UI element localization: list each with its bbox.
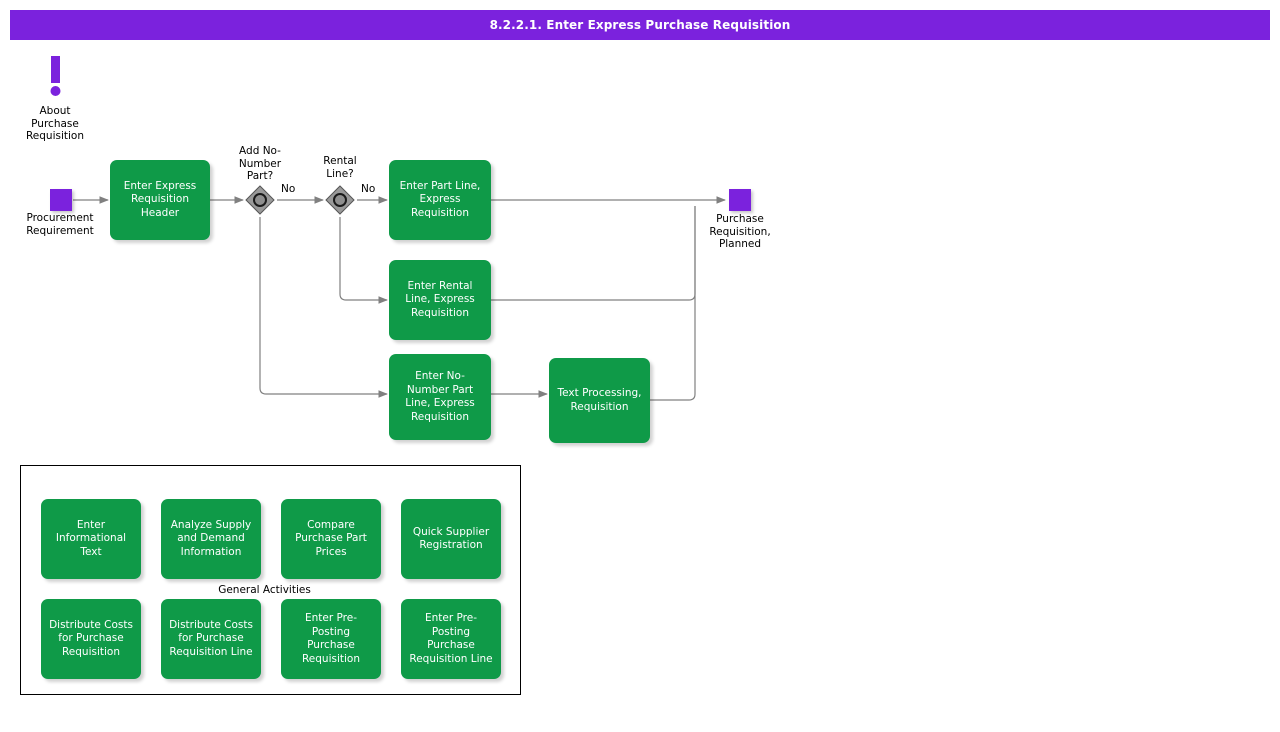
general-activities-caption: General Activities xyxy=(218,584,311,596)
page-title: 8.2.2.1. Enter Express Purchase Requisit… xyxy=(489,18,791,32)
task-compare-purchase-part-prices[interactable]: Compare Purchase Part Prices xyxy=(281,499,381,579)
event-purchase-requisition-planned[interactable] xyxy=(729,189,751,211)
page-title-bar: 8.2.2.1. Enter Express Purchase Requisit… xyxy=(10,10,1270,40)
edge-rental-line-to-merge xyxy=(491,206,696,301)
event-procurement-requirement[interactable] xyxy=(50,189,72,211)
general-activities-group: Enter Informational Text Analyze Supply … xyxy=(20,465,521,695)
task-enter-pre-posting-purchase-requisition[interactable]: Enter Pre- Posting Purchase Requisition xyxy=(281,599,381,679)
edge-text-processing-to-merge xyxy=(650,206,696,401)
end-event-square xyxy=(729,189,751,211)
task-enter-rental-line-express-requisition[interactable]: Enter Rental Line, Express Requisition xyxy=(389,260,491,340)
task-label: Enter Express Requisition Header xyxy=(123,179,197,219)
task-enter-express-requisition-header[interactable]: Enter Express Requisition Header xyxy=(110,160,210,240)
task-label: Enter Pre- Posting Purchase Requisition … xyxy=(409,612,493,665)
task-label: Text Processing, Requisition xyxy=(557,387,642,413)
gateway-add-no-number-part-label: Add No- Number Part? xyxy=(238,145,282,182)
task-enter-pre-posting-purchase-requisition-line[interactable]: Enter Pre- Posting Purchase Requisition … xyxy=(401,599,501,679)
task-label: Distribute Costs for Purchase Requisitio… xyxy=(169,618,253,658)
gateway-rental-line[interactable] xyxy=(325,185,355,215)
task-enter-no-number-part-line-express-requisition[interactable]: Enter No- Number Part Line, Express Requ… xyxy=(389,354,491,440)
start-event-label: Procurement Requirement xyxy=(26,212,94,237)
task-quick-supplier-registration[interactable]: Quick Supplier Registration xyxy=(401,499,501,579)
task-label: Analyze Supply and Demand Information xyxy=(170,518,252,558)
edge-gw2-to-rental-line xyxy=(339,217,388,304)
gateway-diamond-icon xyxy=(325,185,355,215)
task-label: Enter Pre- Posting Purchase Requisition xyxy=(301,612,361,665)
edge-label-gw1-no: No xyxy=(281,183,296,195)
edge-gw1-to-no-number-line xyxy=(259,217,388,398)
gateway-add-no-number-part[interactable] xyxy=(245,185,275,215)
gateway-diamond-icon xyxy=(245,185,275,215)
task-label: Enter Part Line, Express Requisition xyxy=(399,179,481,219)
task-enter-part-line-express-requisition[interactable]: Enter Part Line, Express Requisition xyxy=(389,160,491,240)
task-label: Enter No- Number Part Line, Express Requ… xyxy=(405,370,475,423)
task-label: Enter Rental Line, Express Requisition xyxy=(405,279,475,319)
task-enter-informational-text[interactable]: Enter Informational Text xyxy=(41,499,141,579)
exclamation-icon xyxy=(50,56,61,96)
task-label: Enter Informational Text xyxy=(55,518,127,558)
edge-label-gw2-no: No xyxy=(361,183,376,195)
gateway-rental-line-label: Rental Line? xyxy=(323,155,357,180)
task-analyze-supply-and-demand-information[interactable]: Analyze Supply and Demand Information xyxy=(161,499,261,579)
start-event-square xyxy=(50,189,72,211)
task-label: Quick Supplier Registration xyxy=(412,525,490,552)
task-distribute-costs-for-purchase-requisition[interactable]: Distribute Costs for Purchase Requisitio… xyxy=(41,599,141,679)
task-distribute-costs-for-purchase-requisition-line[interactable]: Distribute Costs for Purchase Requisitio… xyxy=(161,599,261,679)
task-label: Compare Purchase Part Prices xyxy=(295,518,367,558)
end-event-label: Purchase Requisition, Planned xyxy=(709,213,771,250)
task-text-processing-requisition[interactable]: Text Processing, Requisition xyxy=(549,358,650,443)
about-info-marker[interactable] xyxy=(46,55,66,107)
about-info-label: About Purchase Requisition xyxy=(25,105,85,142)
task-label: Distribute Costs for Purchase Requisitio… xyxy=(49,618,133,658)
